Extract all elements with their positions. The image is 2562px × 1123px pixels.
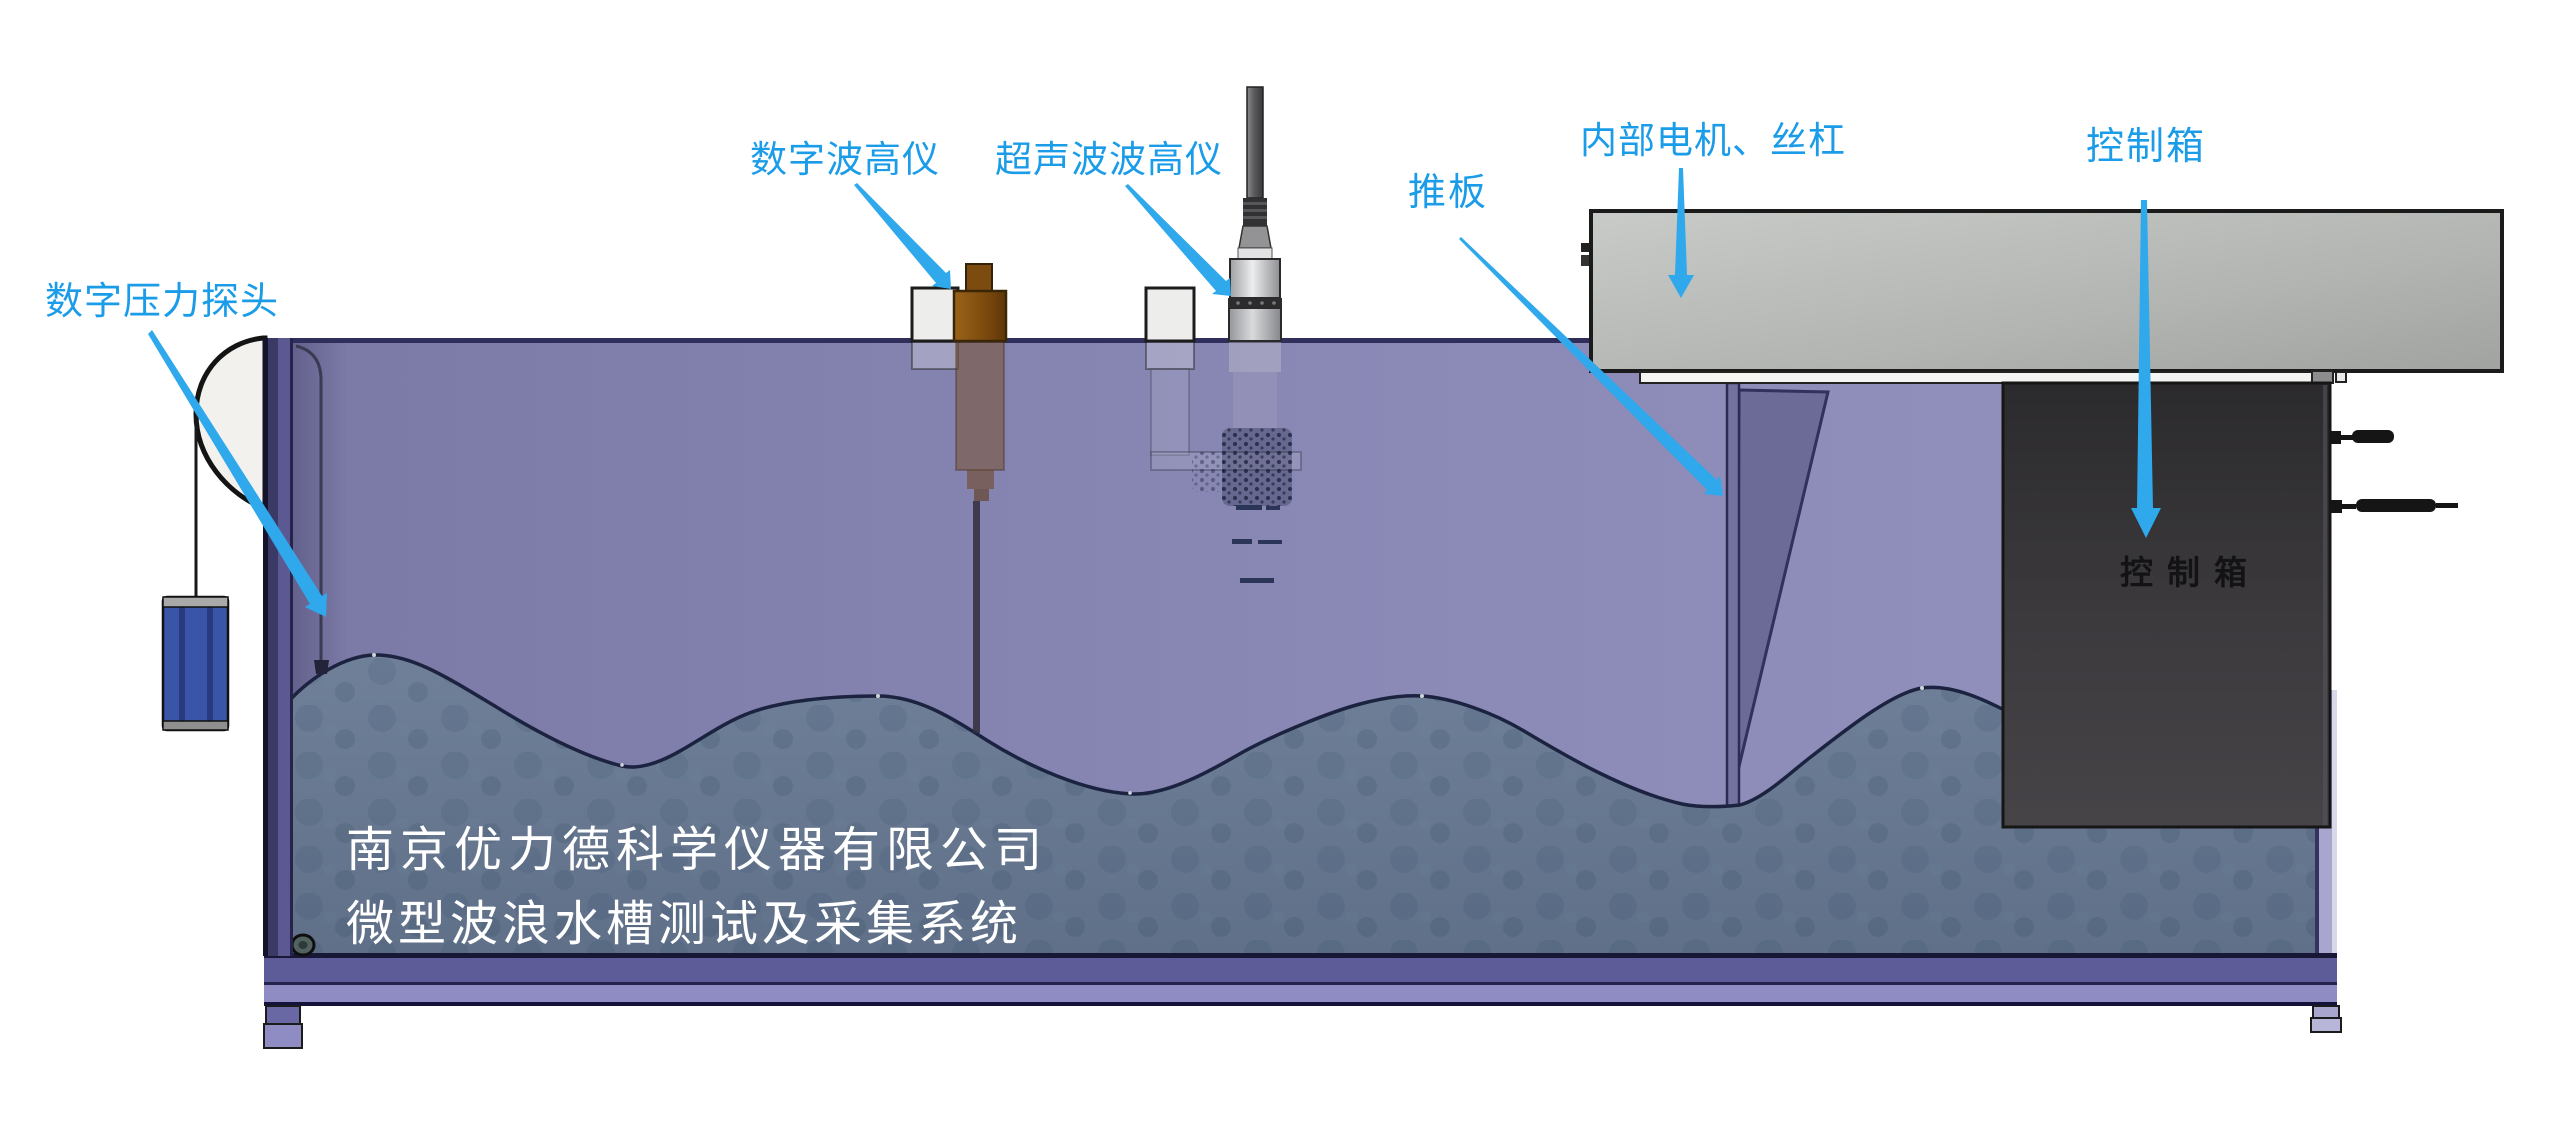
ultrasonic-lower-cylinder — [1228, 307, 1282, 342]
right-foot — [2310, 1017, 2342, 1033]
ultrasonic-echo-dashes — [1232, 505, 1282, 583]
arrow-ultrasonic-wave-gauge-icon — [1125, 184, 1231, 296]
arrow-motor-icon — [1668, 168, 1694, 298]
control-box-body — [2001, 381, 2332, 829]
drain-hole — [290, 933, 316, 957]
ultrasonic-upper-cylinder — [1229, 258, 1281, 299]
ultrasonic-rod — [1246, 86, 1264, 199]
pressure-sensor-tip — [314, 660, 329, 674]
label-ultrasonic-wave-gauge: 超声波波高仪 — [995, 139, 1223, 180]
bracket1-submerged — [911, 340, 959, 370]
ultrasonic-echo-blob — [1222, 428, 1292, 506]
wave-gauge-submerged-tip — [974, 489, 989, 501]
wave-gauge-body — [952, 289, 1008, 343]
left-end-assembly — [161, 335, 329, 956]
arrow-control-box-icon — [2131, 200, 2161, 538]
guide-rail — [1639, 371, 2313, 384]
tank-left-wall — [263, 338, 293, 956]
right-leg — [2312, 1005, 2340, 1019]
push-plate — [1725, 381, 1741, 808]
ultrasonic-taper — [1238, 225, 1272, 249]
ultrasonic-thread-band — [1228, 298, 1282, 308]
housing-latch-lower — [1581, 255, 1591, 266]
label-internal-motor: 内部电机、丝杠 — [1580, 120, 1846, 161]
wave-gauge-wire — [973, 501, 980, 733]
wave-gauge-submerged-neck — [967, 470, 994, 489]
watermark-system: 微型波浪水槽测试及采集系统 — [346, 898, 1022, 951]
control-box-edge-highlight — [2323, 385, 2327, 825]
mount-bracket-2 — [1144, 286, 1196, 343]
mount-bracket-1 — [910, 286, 960, 343]
control-box-panel-text: 控制箱 — [2120, 554, 2261, 591]
label-push-plate: 推板 — [1408, 172, 1488, 214]
bracket2-submerged — [1145, 340, 1195, 370]
submerged-reflections — [911, 340, 1302, 733]
bottom-rail-lower — [264, 985, 2337, 1002]
label-control-box: 控制箱 — [2086, 126, 2206, 168]
cable-connector-2 — [2330, 499, 2458, 513]
watermark-company: 南京优力德科学仪器有限公司 — [346, 824, 1048, 877]
rail-end-block — [2311, 370, 2334, 384]
arrow-pressure-probe-icon — [148, 330, 327, 617]
pressure-probe-counterweight — [161, 595, 230, 732]
water — [286, 653, 2318, 954]
digital-wave-gauge — [910, 263, 1008, 343]
ultrasonic-collar — [1237, 247, 1273, 260]
housing-latch-upper — [1581, 243, 1591, 252]
bottom-rail-upper — [264, 958, 2337, 982]
control-box: 控制箱 — [2001, 381, 2458, 829]
label-pressure-probe: 数字压力探头 — [45, 281, 279, 323]
motor-housing-box — [1589, 209, 2504, 373]
ultrasonic-wave-gauge — [1144, 86, 1282, 343]
wave-gauge-cap — [965, 263, 993, 294]
arrow-digital-wave-gauge-icon — [854, 183, 951, 289]
ultrasonic-submerged-faint — [1233, 372, 1277, 428]
bottom-edge-line — [264, 1002, 2337, 1006]
bracket2-arm — [1150, 368, 1190, 456]
tank-bottom — [263, 953, 2342, 1049]
rail-end-tab — [2335, 371, 2347, 383]
water-texture — [288, 654, 2317, 954]
wave-gauge-submerged — [955, 340, 1005, 471]
arrow-push-plate-icon — [1459, 237, 1723, 496]
cable-connector-1 — [2330, 430, 2394, 444]
water-bottom-line — [264, 953, 2337, 958]
ultrasonic-echo-blob-left — [1192, 452, 1224, 492]
bottom-rail-divider — [264, 982, 2337, 985]
ultrasonic-submerged — [1229, 342, 1281, 372]
pressure-sensor-cable — [295, 344, 323, 660]
left-foot — [263, 1023, 303, 1049]
left-leg — [265, 1005, 301, 1025]
motor-housing — [1581, 209, 2504, 384]
annotation-arrows — [148, 168, 2161, 617]
water-sparkles — [372, 653, 1924, 795]
label-digital-wave-gauge: 数字波高仪 — [750, 139, 940, 180]
